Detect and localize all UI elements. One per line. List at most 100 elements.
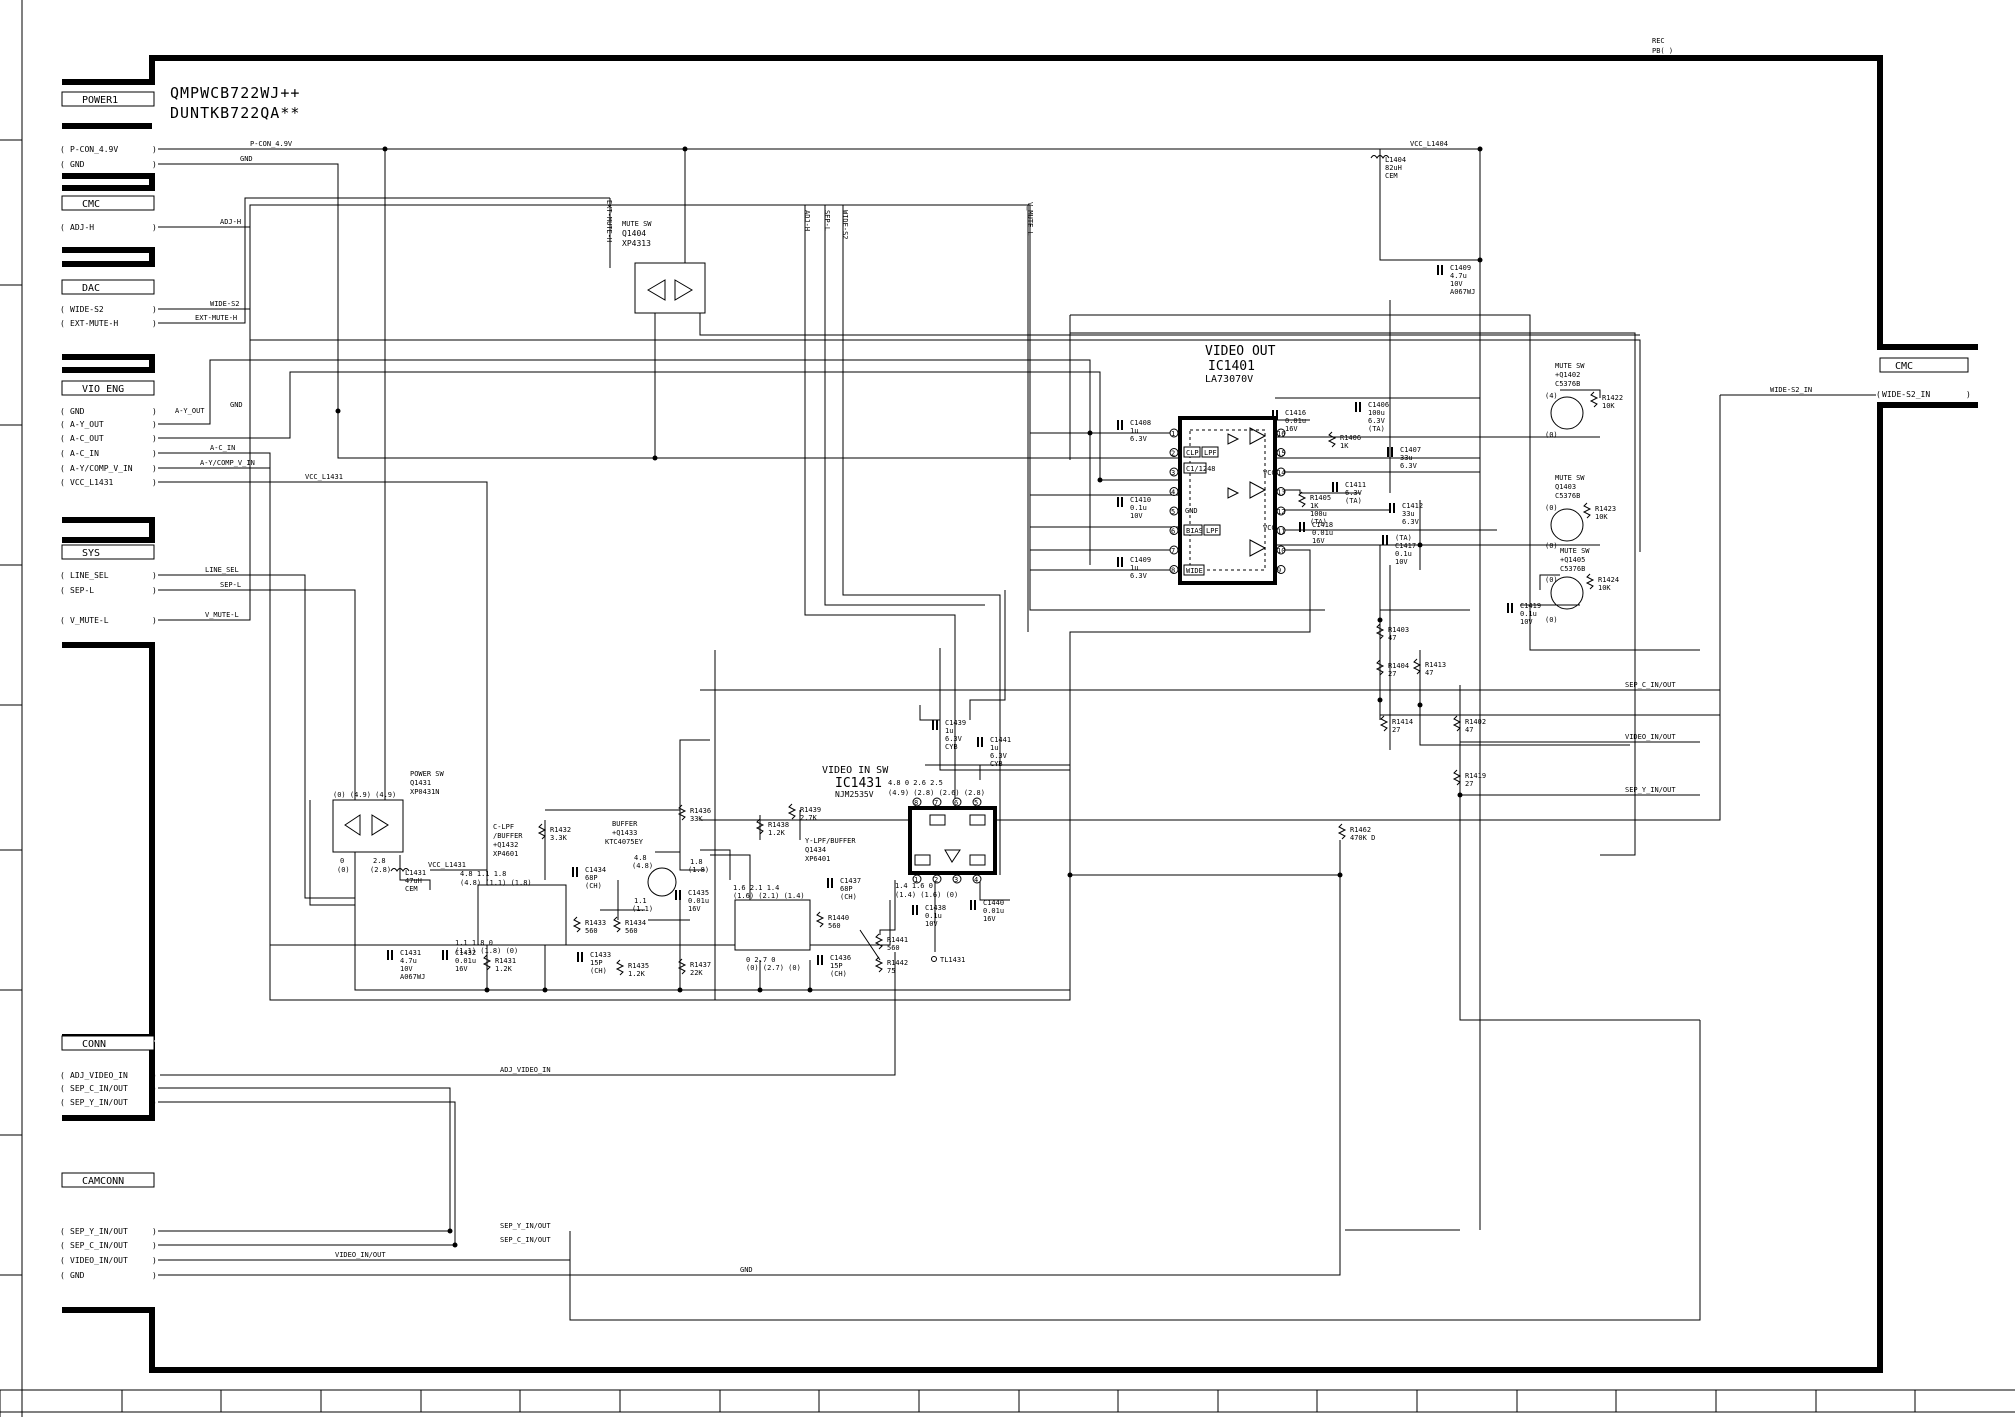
resistor-zigzag — [615, 959, 625, 976]
net-label-pcon: P-CON_4.9V — [250, 140, 293, 148]
ic-pin — [1169, 506, 1179, 516]
connector-box — [61, 279, 155, 295]
q1432-v2: (4.8) (1.1) (1.8) — [460, 879, 532, 887]
q1404-title: MUTE SW — [622, 220, 652, 228]
part-label-line: C1409 — [1130, 556, 1151, 564]
connector-pin-label: LINE_SEL — [70, 571, 109, 580]
connector-box — [61, 195, 155, 211]
connector-pin-label: A-C_IN — [70, 449, 99, 458]
q1432-v1: 4.8 1.1 1.8 — [460, 870, 506, 878]
net-label-aycomp: A-Y/COMP_V_IN — [200, 459, 255, 467]
resistor-zigzag — [1582, 502, 1592, 519]
connector-pin-label: SEP_C_IN/OUT — [70, 1084, 128, 1093]
net-label-sepy: SEP_Y_IN/OUT — [500, 1222, 551, 1230]
part-label-line: R1422 — [1602, 394, 1623, 402]
part-label-line: C1431 — [400, 949, 421, 957]
net-labels: P-CON_4.9VGNDADJ-HWIDE-S2EXT-MUTE-HA-Y_O… — [175, 140, 1812, 1274]
ic-pin-number: 3 — [954, 876, 958, 884]
right-connector-pin-label: WIDE-S2_IN — [1882, 390, 1930, 399]
q1405-t1: MUTE SW — [1560, 547, 1590, 555]
connector-pin-close: ) — [152, 616, 157, 625]
ic1401-lpf: LPF — [1204, 449, 1217, 457]
ic-pin-number: 4 — [974, 876, 978, 884]
q1405-t3: C5376B — [1560, 565, 1585, 573]
part-label-line: 4.7u — [400, 957, 417, 965]
connector-pin-close: ) — [152, 571, 157, 580]
ic1401-clp: CLP — [1186, 449, 1199, 457]
connector-pin-label: GND — [70, 160, 85, 169]
q1404-ref: Q1404 — [622, 229, 646, 238]
ic-pin-number: 5 — [1171, 508, 1175, 516]
connector-pin-open: ( — [60, 223, 65, 232]
part-label-line: C1437 — [840, 877, 861, 885]
part-label-line: 15P — [590, 959, 603, 967]
connector-pin-close: ) — [152, 160, 157, 169]
ic-pin — [1169, 448, 1179, 457]
part-label-line: (CH) — [840, 893, 857, 901]
part-number-1: QMPWCB722WJ++ — [170, 84, 300, 102]
part-label-line: R1414 — [1392, 718, 1413, 726]
part-label-line: C1440 — [983, 899, 1004, 907]
net-label-vmute: V_MUTE-L — [205, 611, 239, 619]
part-label-line: C1419 — [1520, 602, 1541, 610]
part-label-line: (TA) — [1345, 497, 1362, 505]
q1431-volt-b2: 2.8 — [373, 857, 386, 865]
part-label-line: 6.3V — [1130, 435, 1148, 443]
part-label-line: R1438 — [768, 821, 789, 829]
part-label-line: C1435 — [688, 889, 709, 897]
part-label-line: 560 — [828, 922, 841, 930]
part-label-line: R1419 — [1465, 772, 1486, 780]
ic1401-amps — [1227, 427, 1267, 557]
ic-pin-number: 12 — [1277, 508, 1285, 516]
connector-pin-label: ADJ_VIDEO_IN — [70, 1071, 128, 1080]
q1403-mute-sw: MUTE SW Q1403 C5376B (0) (0) — [1545, 474, 1585, 550]
connector-pin-label: GND — [70, 1271, 85, 1280]
resistor-zigzag — [1412, 658, 1422, 675]
part-label-line: 1u — [1130, 427, 1138, 435]
ic1401-ref: IC1401 — [1208, 359, 1255, 374]
q1432-v3: 1.1 1.8 0 — [455, 939, 493, 947]
resistor-zigzag — [1327, 431, 1337, 448]
part-label-line: R1404 — [1388, 662, 1409, 670]
q1405-v2: (0) — [1545, 616, 1558, 624]
q1433-t2: +Q1433 — [612, 829, 637, 837]
connector-sys: SYS(LINE_SEL)(SEP-L)(V_MUTE-L) — [60, 544, 157, 625]
board-frame — [62, 55, 1978, 1373]
resistor-zigzag — [1375, 659, 1385, 676]
part-label-line: 0.01u — [688, 897, 709, 905]
ic1401-c12: C1/1248 — [1186, 465, 1216, 473]
ic-pin-number: 6 — [954, 799, 958, 807]
connector-pin-label: SEP_C_IN/OUT — [70, 1241, 128, 1250]
resistor-zigzag — [1297, 491, 1307, 508]
q1431-volt-top: (0) (4.9) (4.9) — [333, 791, 396, 799]
part-label-line: 6.3V — [945, 735, 963, 743]
q1433-vd: (1.8) — [688, 866, 709, 874]
connector-name: POWER1 — [82, 95, 118, 106]
q1403-t3: C5376B — [1555, 492, 1580, 500]
connector-pin-close: ) — [152, 434, 157, 443]
q1434-v2: (1.6) (2.1) (1.4) — [733, 892, 805, 900]
connector-pin-close: ) — [152, 1227, 157, 1236]
part-label-line: 10V — [1450, 280, 1463, 288]
resistor-zigzag — [874, 956, 884, 973]
part-label-line: 1.2K — [628, 970, 646, 978]
connector-pin-close: ) — [152, 407, 157, 416]
q1432-t1: C-LPF — [493, 823, 514, 831]
q1431-volt-b2b: (2.8) — [370, 866, 391, 874]
connector-name: SYS — [82, 548, 100, 559]
connector-pin-open: ( — [60, 1271, 65, 1280]
q1431-volt-b1: 0 — [340, 857, 344, 865]
q1405-mute-sw: MUTE SW +Q1405 C5376B (0) (0) — [1545, 547, 1590, 624]
q1434-v3: 0 2.7 0 — [746, 956, 776, 964]
ic-pin-number: 2 — [934, 876, 938, 884]
part-label-line: C1409 — [1450, 264, 1471, 272]
